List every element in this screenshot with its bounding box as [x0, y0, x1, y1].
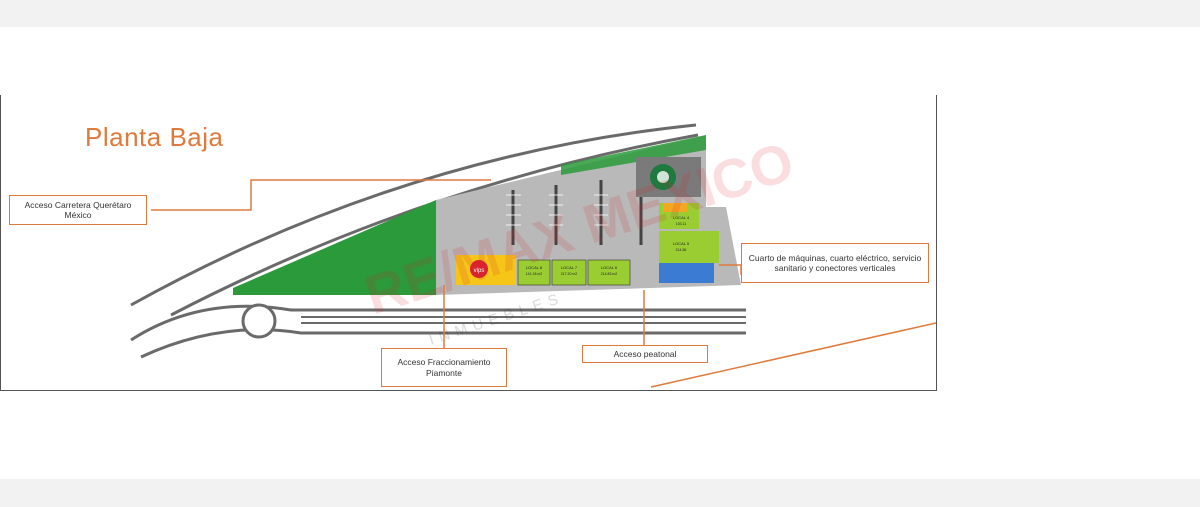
local-5-block — [659, 231, 719, 263]
local-7-area: 217.20 m2 — [561, 272, 578, 276]
parking-stalls — [506, 194, 608, 226]
local-6-name: LOCAL 6 — [601, 265, 618, 270]
anchor-tenant-label: vips — [474, 268, 485, 274]
callout-acceso-fraccionamiento: Acceso Fraccionamiento Piamonte — [381, 348, 507, 387]
callout-acceso-peatonal: Acceso peatonal — [582, 345, 708, 363]
floor-plan: RE/MAX MEXICO INMUEBLES vips LOCAL 8 141… — [0, 95, 937, 391]
local-7-block — [551, 259, 587, 286]
callout-cuarto-maquinas: Cuarto de máquinas, cuarto eléctrico, se… — [741, 243, 929, 283]
utility-room-block — [659, 263, 714, 283]
bottom-band — [0, 479, 1200, 507]
local-7-name: LOCAL 7 — [561, 265, 578, 270]
lawn-area — [233, 200, 436, 295]
boulevard-edge-top — [130, 304, 746, 342]
local-6-area: 214.83 m2 — [601, 272, 618, 276]
site-plan-drawing: RE/MAX MEXICO INMUEBLES vips LOCAL 8 141… — [130, 123, 936, 388]
local-8-name: LOCAL 8 — [526, 265, 543, 270]
local-4-tenant-mark — [663, 203, 687, 212]
local-5-area: 214.56 — [676, 248, 687, 252]
plan-title: Planta Baja — [85, 122, 224, 152]
lawn-strip-north — [561, 135, 706, 175]
local-6-block — [587, 259, 631, 286]
boulevard-edge-bottom — [140, 328, 746, 359]
local-8-block — [517, 259, 551, 286]
local-8-area: 141.18 m2 — [526, 272, 543, 276]
local-4-area: 103.11 — [676, 222, 686, 226]
highway-outer-edge — [130, 123, 697, 307]
property-line — [650, 322, 936, 388]
local-5-name: LOCAL 5 — [673, 241, 690, 246]
anchor-logo-icon — [470, 260, 488, 278]
local-4-name: LOCAL 4 — [673, 215, 690, 220]
callout-acceso-carretera: Acceso Carretera Querétaro México — [9, 195, 147, 225]
roundabout — [241, 303, 277, 339]
top-band — [0, 0, 1200, 27]
